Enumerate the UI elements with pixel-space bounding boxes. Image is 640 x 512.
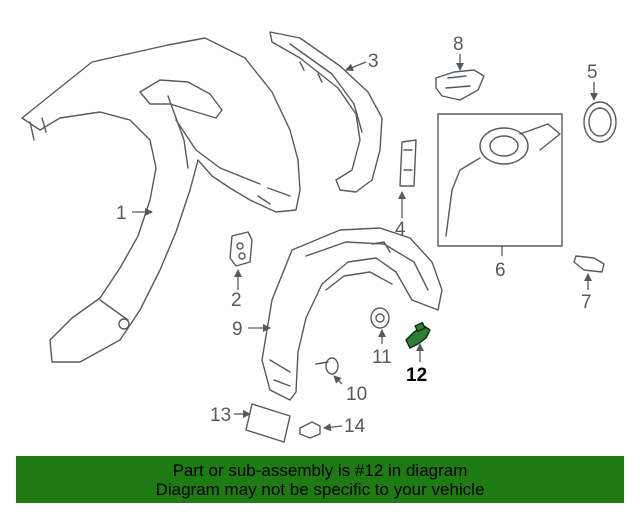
parts-diagram: 1 2 3 4 5 6 7 8 9 10 11 12 13 14: [21, 31, 617, 443]
callout-2: 2: [231, 290, 242, 311]
callout-1: 1: [116, 203, 127, 224]
part-4-plate[interactable]: [399, 139, 417, 187]
part-13-plate[interactable]: [245, 403, 291, 443]
callout-8: 8: [453, 34, 464, 55]
callout-11: 11: [372, 347, 392, 368]
part-7-actuator[interactable]: [573, 255, 605, 273]
callout-12: 12: [406, 365, 427, 386]
part-12-clip-highlighted[interactable]: [405, 321, 431, 349]
part-6-filler-housing[interactable]: [437, 113, 563, 247]
leader-14: [323, 423, 343, 432]
callout-14: 14: [344, 416, 366, 437]
callout-6: 6: [495, 260, 506, 281]
callout-3: 3: [368, 51, 379, 72]
part-11-nut[interactable]: [370, 307, 390, 329]
leader-3: [345, 61, 367, 72]
part-1-quarter-panel[interactable]: [21, 37, 301, 363]
callout-9: 9: [232, 319, 243, 340]
part-2-bracket[interactable]: [229, 231, 253, 267]
info-banner: Part or sub-assembly is #12 in diagram D…: [16, 456, 624, 503]
callout-5: 5: [587, 62, 598, 83]
banner-line-part: Part or sub-assembly is #12 in diagram: [172, 461, 468, 480]
callout-10: 10: [346, 384, 367, 405]
part-3-extension[interactable]: [269, 31, 383, 193]
part-5-fuel-door[interactable]: [583, 101, 617, 143]
banner-line-disclaimer: Diagram may not be specific to your vehi…: [155, 480, 485, 499]
part-14-clip[interactable]: [299, 421, 321, 439]
leader-10: [333, 375, 343, 385]
callout-4: 4: [395, 219, 406, 240]
part-8-lock[interactable]: [435, 69, 485, 101]
callout-13: 13: [210, 405, 231, 426]
part-9-liner[interactable]: [261, 227, 443, 401]
part-10-bolt[interactable]: [315, 357, 339, 375]
callout-7: 7: [581, 292, 592, 313]
